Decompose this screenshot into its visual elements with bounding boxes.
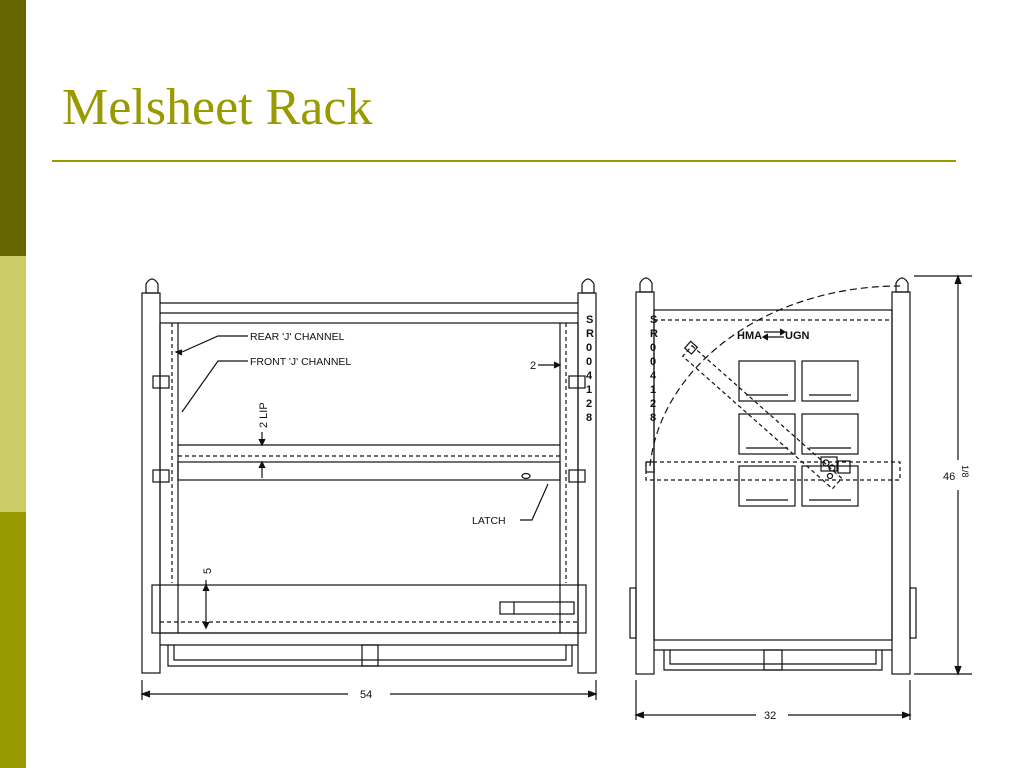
front-channel-label: FRONT 'J' CHANNEL	[250, 356, 351, 368]
label-plates	[738, 360, 859, 507]
svg-text:0: 0	[586, 356, 592, 368]
front-bottom-box	[151, 584, 587, 634]
channel-clip	[568, 375, 586, 389]
side-view: S R 0 0 4 1 2 8 HMA UGN 46 1/8 32	[629, 274, 972, 722]
shelf-bar	[177, 461, 561, 481]
label-plate	[499, 601, 575, 615]
svg-text:0: 0	[586, 342, 592, 354]
channel-clip	[152, 469, 170, 483]
hma-label: HMA	[737, 330, 762, 342]
front-channel-leader	[181, 360, 248, 413]
title-underline	[52, 160, 956, 162]
svg-text:1: 1	[586, 384, 592, 396]
svg-text:0: 0	[650, 342, 656, 354]
latch-bar	[645, 461, 901, 481]
width-label: 54	[360, 689, 372, 701]
accent-band-top	[0, 0, 26, 256]
svg-text:S: S	[650, 314, 657, 326]
channel-clip	[568, 469, 586, 483]
svg-text:1: 1	[650, 384, 656, 396]
side-frame	[653, 309, 893, 641]
svg-text:4: 4	[586, 370, 593, 382]
side-skid	[663, 650, 883, 671]
height-fraction-label: 1/8	[960, 465, 970, 478]
latch-leader	[520, 483, 549, 521]
slide-title: Melsheet Rack	[62, 79, 373, 136]
svg-text:R: R	[586, 328, 594, 340]
ugn-label: UGN	[785, 330, 810, 342]
diagonal-bar	[681, 344, 843, 490]
five-label: 5	[202, 568, 214, 574]
latch-label: LATCH	[472, 515, 506, 527]
front-view: REAR 'J' CHANNEL FRONT 'J' CHANNEL 2 2 L…	[140, 278, 598, 701]
side-serial-number: S R 0 0 4 1 2 8	[650, 314, 658, 424]
depth-label: 32	[764, 710, 776, 722]
front-serial-number: S R 0 0 4 1 2 8	[586, 314, 594, 424]
rear-channel-leader	[181, 335, 248, 353]
exchange-arrows	[761, 328, 787, 341]
latch-handle	[521, 472, 531, 480]
door-swing-arc	[649, 285, 901, 467]
height-label: 46	[943, 471, 955, 483]
channel-clip	[152, 375, 170, 389]
latch-mechanism	[820, 456, 851, 480]
svg-text:8: 8	[586, 412, 592, 424]
svg-text:0: 0	[650, 356, 656, 368]
svg-text:2: 2	[650, 398, 656, 410]
svg-text:2: 2	[586, 398, 592, 410]
svg-text:S: S	[586, 314, 593, 326]
rear-channel-label: REAR 'J' CHANNEL	[250, 331, 345, 343]
skid	[167, 645, 573, 667]
front-left-post	[141, 278, 161, 674]
lip-label: 2 LIP	[258, 402, 270, 428]
front-inner-frame	[159, 322, 579, 634]
svg-text:4: 4	[650, 370, 657, 382]
two-label: 2	[530, 360, 536, 372]
svg-text:R: R	[650, 328, 658, 340]
side-right-post	[891, 277, 911, 675]
svg-text:8: 8	[650, 412, 656, 424]
accent-band-middle	[0, 256, 26, 512]
accent-band-bottom	[0, 512, 26, 768]
